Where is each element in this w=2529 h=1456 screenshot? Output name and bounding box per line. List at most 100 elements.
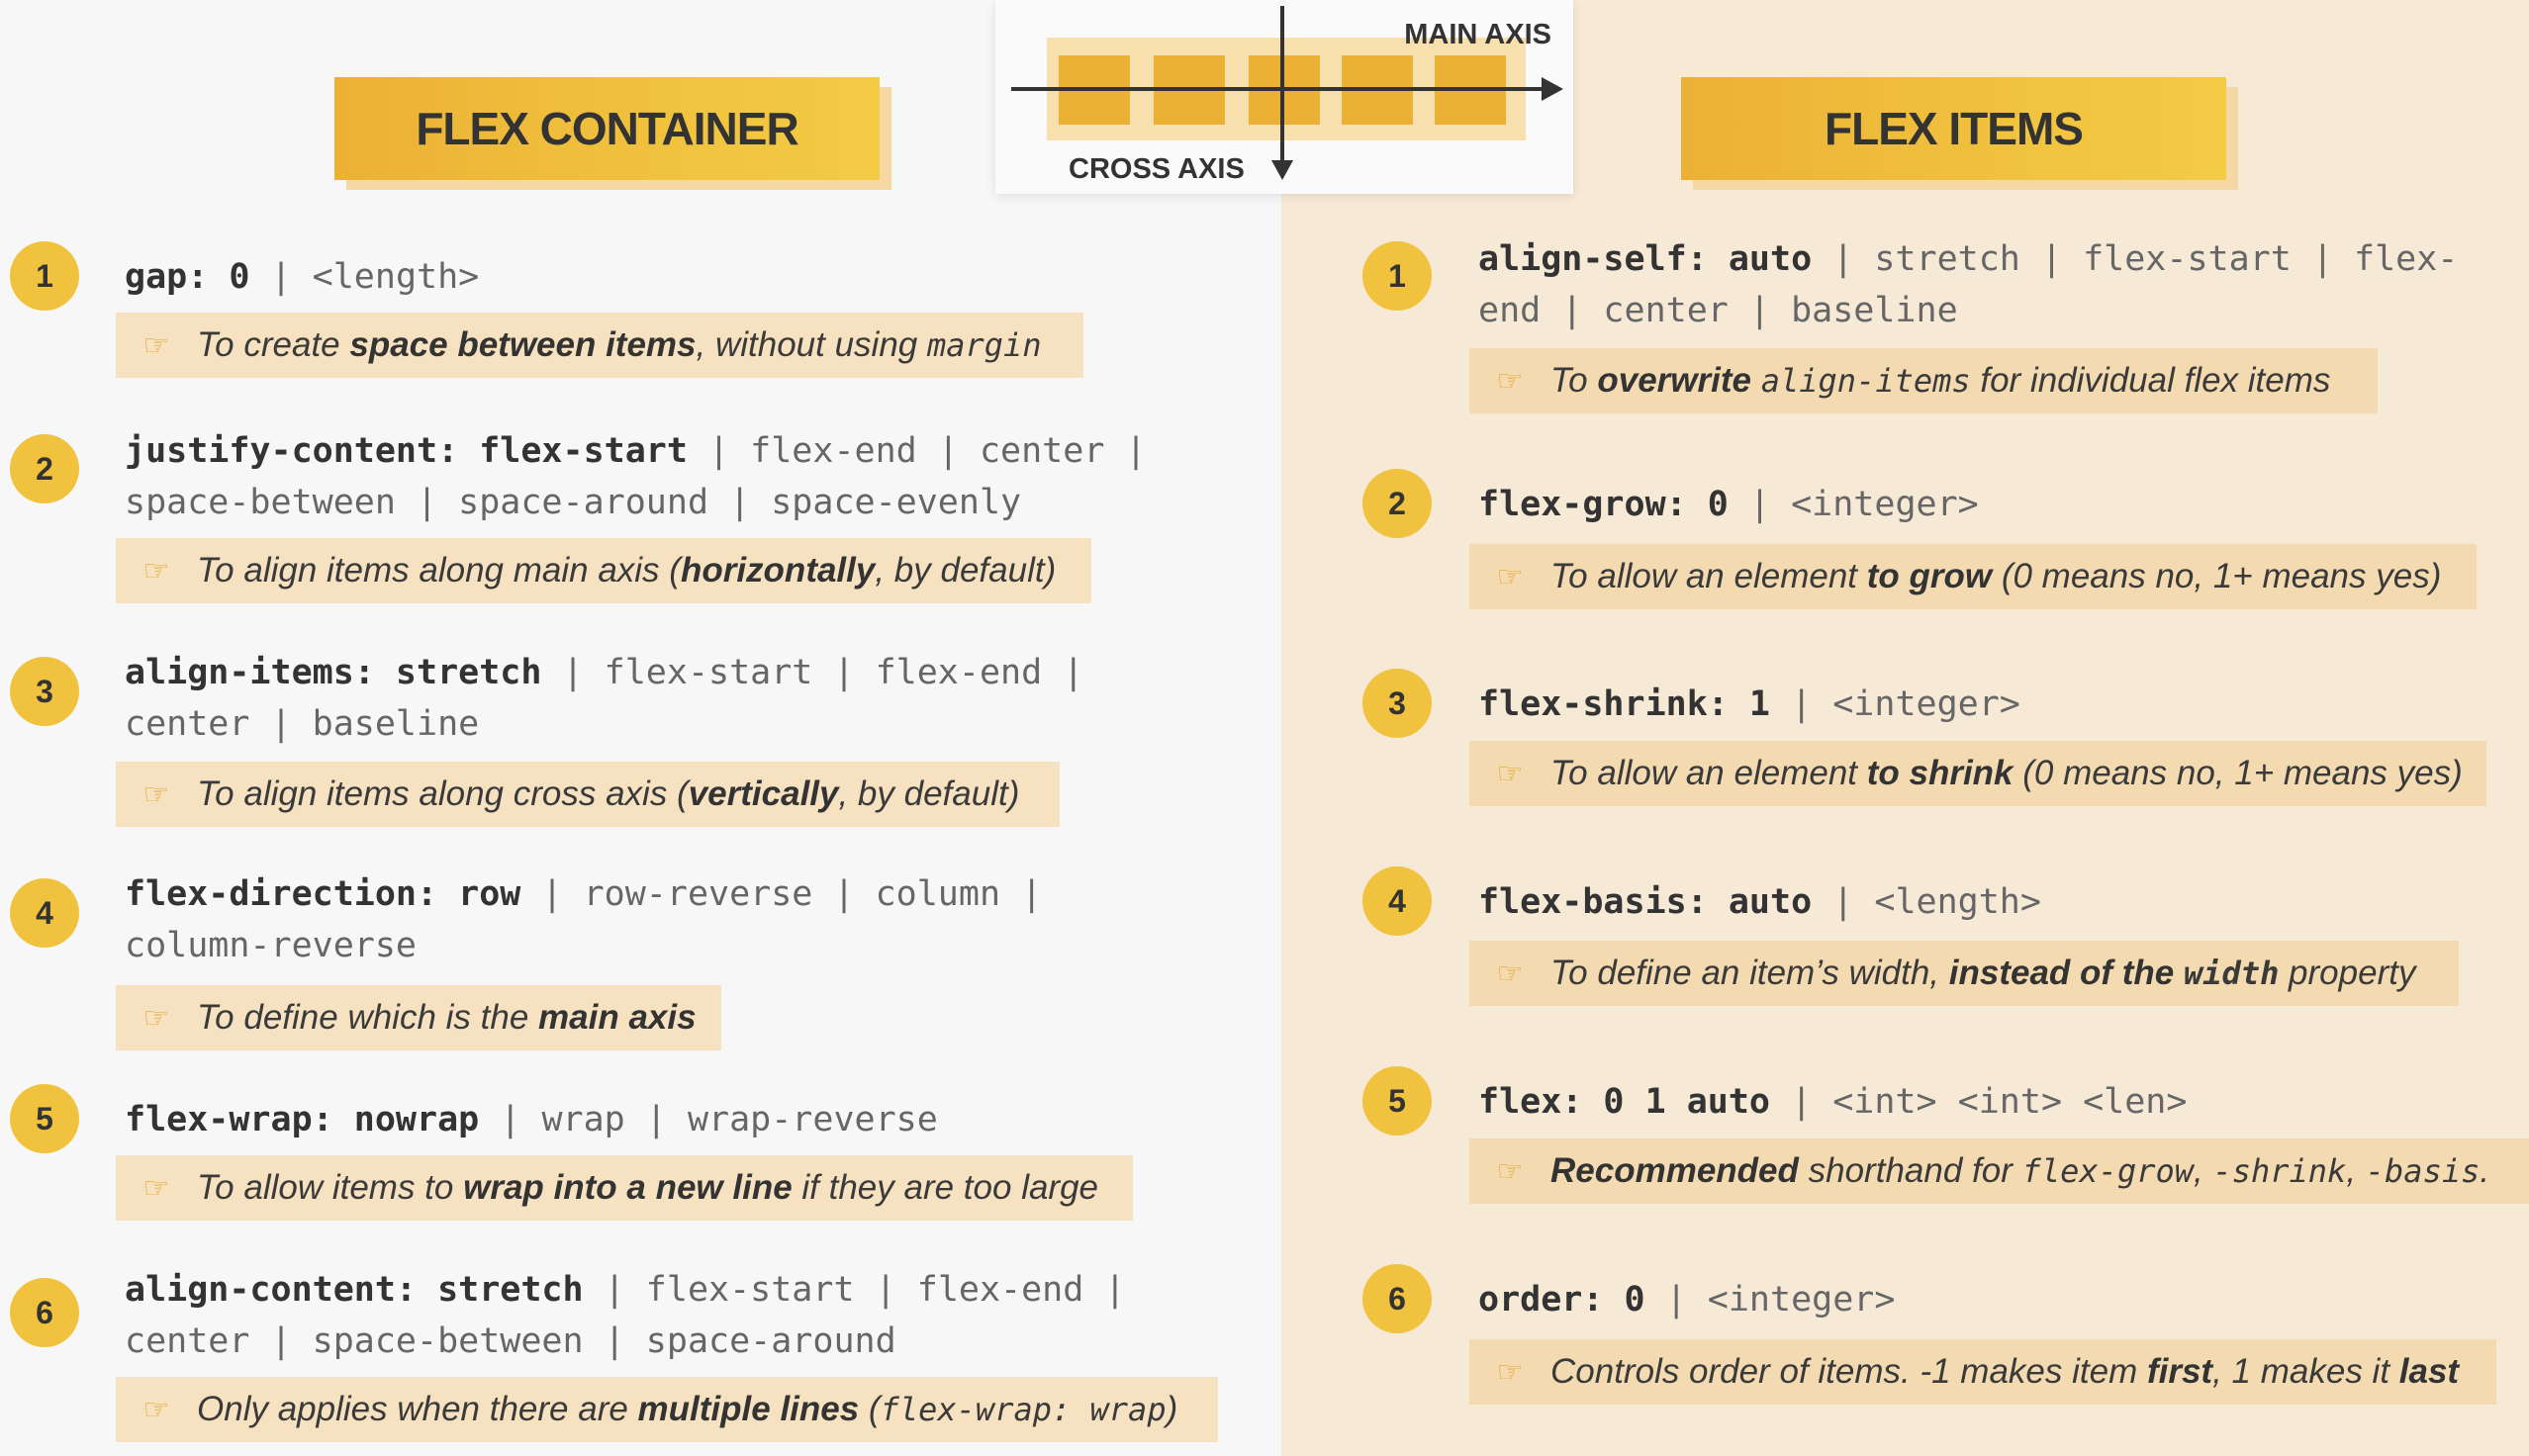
tip-text: To define which is the main axis xyxy=(197,998,697,1038)
main-axis-arrowhead xyxy=(1542,77,1563,101)
property-syntax: align-content: stretch | flex-start | fl… xyxy=(125,1264,1125,1367)
property-syntax: justify-content: flex-start | flex-end |… xyxy=(125,425,1147,528)
property-values: | <int> <int> <len> xyxy=(1770,1082,2188,1122)
tip-emphasis: vertically xyxy=(688,774,839,813)
pointing-hand-icon: ☞ xyxy=(142,1001,170,1035)
tip-box: ☞Only applies when there are multiple li… xyxy=(116,1377,1218,1442)
cross-axis-arrowhead xyxy=(1271,160,1293,180)
syntax-line: center | baseline xyxy=(125,698,1083,750)
pointing-hand-icon: ☞ xyxy=(142,777,170,811)
property-default: gap: 0 xyxy=(125,257,250,297)
tip-text-segment: To create xyxy=(197,325,350,364)
tip-box: ☞ To align items along main axis (horizon… xyxy=(116,538,1091,603)
property-default: flex: 0 1 auto xyxy=(1478,1082,1771,1122)
tip-text-segment: To align items along cross axis ( xyxy=(197,774,689,813)
syntax-line: flex-wrap: nowrap | wrap | wrap-reverse xyxy=(125,1094,938,1145)
tip-text-segment: Only applies when there are xyxy=(197,1390,638,1428)
property-values: | row-reverse | column | xyxy=(520,874,1043,914)
tip-text-segment: To align items along main axis ( xyxy=(197,551,681,590)
tip-text-segment: for individual flex items xyxy=(1970,361,2331,400)
property-values: center | space-between | space-around xyxy=(125,1321,896,1361)
tip-text: To define an item’s width, instead of th… xyxy=(1550,954,2415,993)
tip-text-segment: , 1 makes it xyxy=(2212,1352,2399,1391)
tip-text-segment: To define which is the xyxy=(197,998,539,1037)
property-values: column-reverse xyxy=(125,926,418,965)
property-default: flex-wrap: nowrap xyxy=(125,1100,480,1139)
tip-text: To align items along main axis (horizont… xyxy=(197,551,1056,591)
tip-emphasis: Recommended xyxy=(1550,1151,1799,1190)
property-syntax: align-items: stretch | flex-start | flex… xyxy=(125,647,1083,750)
property-values: | <length> xyxy=(1812,882,2041,922)
tip-text-segment: property xyxy=(2279,954,2416,992)
tip-text: To allow an element to grow (0 means no,… xyxy=(1550,557,2441,596)
tip-text-segment: shorthand for xyxy=(1798,1151,2022,1190)
tip-text-segment: Controls order of items. -1 makes item xyxy=(1550,1352,2147,1391)
tip-emphasis: multiple lines xyxy=(637,1390,860,1428)
property-default: flex-grow: 0 xyxy=(1478,485,1729,524)
tip-emphasis: wrap into a new line xyxy=(463,1168,793,1207)
property-default: flex-basis: auto xyxy=(1478,882,1813,922)
tip-text: To overwrite align-items for individual … xyxy=(1550,361,2330,401)
flex-container-title: FLEX CONTAINER xyxy=(334,77,880,180)
tip-emphasis: to shrink xyxy=(1866,754,2014,792)
property-values: end | center | baseline xyxy=(1478,291,1958,330)
tip-emphasis: space between items xyxy=(349,325,697,364)
property-syntax: flex: 0 1 auto | <int> <int> <len> xyxy=(1478,1076,2187,1128)
syntax-line: space-between | space-around | space-eve… xyxy=(125,477,1147,528)
flex-items-title: FLEX ITEMS xyxy=(1681,77,2226,180)
property-default: align-items: stretch xyxy=(125,653,542,692)
syntax-line: flex-basis: auto | <length> xyxy=(1478,876,2041,928)
pointing-hand-icon: ☞ xyxy=(1496,757,1524,790)
tip-text: To allow items to wrap into a new line i… xyxy=(197,1168,1098,1208)
syntax-line: order: 0 | <integer> xyxy=(1478,1274,1895,1325)
tip-text: To allow an element to shrink (0 means n… xyxy=(1550,754,2463,793)
pointing-hand-icon: ☞ xyxy=(1496,364,1524,398)
tip-text: To create space between items, without u… xyxy=(197,325,1042,365)
property-syntax: flex-shrink: 1 | <integer> xyxy=(1478,679,2020,730)
property-syntax: flex-basis: auto | <length> xyxy=(1478,876,2041,928)
property-values: | flex-start | flex-end | xyxy=(583,1270,1126,1310)
property-values: | <integer> xyxy=(1770,684,2020,724)
step-number-badge: 1 xyxy=(1362,241,1432,311)
tip-text-segment: . xyxy=(2480,1151,2490,1190)
tip-text-segment: if they are too large xyxy=(792,1168,1099,1207)
tip-box: ☞ To allow an element to shrink (0 means … xyxy=(1469,741,2486,806)
tip-box: ☞ To allow items to wrap into a new line … xyxy=(116,1155,1133,1221)
step-number-badge: 4 xyxy=(1362,866,1432,936)
tip-text: Recommended shorthand for flex-grow, -sh… xyxy=(1550,1151,2489,1191)
tip-text-segment: , without using xyxy=(696,325,927,364)
syntax-line: justify-content: flex-start | flex-end |… xyxy=(125,425,1147,477)
syntax-line: flex-direction: row | row-reverse | colu… xyxy=(125,868,1042,920)
pointing-hand-icon: ☞ xyxy=(142,328,170,362)
tip-text-segment: , by default) xyxy=(875,551,1057,590)
step-number-badge: 6 xyxy=(10,1278,79,1347)
property-syntax: align-self: auto | stretch | flex-start … xyxy=(1478,233,2458,336)
property-values: space-between | space-around | space-eve… xyxy=(125,483,1022,522)
tip-box: ☞ To overwrite align-items for individual… xyxy=(1469,348,2378,413)
tip-emphasis: to grow xyxy=(1866,557,1993,595)
property-values: | <integer> xyxy=(1644,1280,1896,1320)
property-syntax: gap: 0 | <length> xyxy=(125,251,479,303)
pointing-hand-icon: ☞ xyxy=(142,1171,170,1205)
syntax-line: column-reverse xyxy=(125,920,1042,971)
tip-text-segment: ( xyxy=(859,1390,881,1428)
tip-text-segment: ) xyxy=(1166,1390,1178,1428)
tip-code: flex-wrap: wrap xyxy=(880,1391,1167,1428)
tip-box: ☞ To align items along cross axis (vertic… xyxy=(116,762,1060,827)
tip-text-segment: To allow an element xyxy=(1550,754,1867,792)
syntax-line: flex-shrink: 1 | <integer> xyxy=(1478,679,2020,730)
pointing-hand-icon: ☞ xyxy=(142,554,170,588)
pointing-hand-icon: ☞ xyxy=(1496,560,1524,593)
step-number-badge: 6 xyxy=(1362,1264,1432,1333)
step-number-badge: 1 xyxy=(10,241,79,311)
property-values: | flex-end | center | xyxy=(687,431,1147,471)
syntax-line: align-self: auto | stretch | flex-start … xyxy=(1478,233,2458,285)
property-syntax: flex-grow: 0 | <integer> xyxy=(1478,479,1979,530)
step-number-badge: 4 xyxy=(10,878,79,948)
tip-box: ☞To define an item’s width, instead of t… xyxy=(1469,941,2459,1006)
property-values: center | baseline xyxy=(125,704,480,744)
syntax-line: align-items: stretch | flex-start | flex… xyxy=(125,647,1083,698)
property-values: | <length> xyxy=(249,257,480,297)
tip-text-segment: , xyxy=(2346,1151,2366,1190)
syntax-line: flex: 0 1 auto | <int> <int> <len> xyxy=(1478,1076,2187,1128)
